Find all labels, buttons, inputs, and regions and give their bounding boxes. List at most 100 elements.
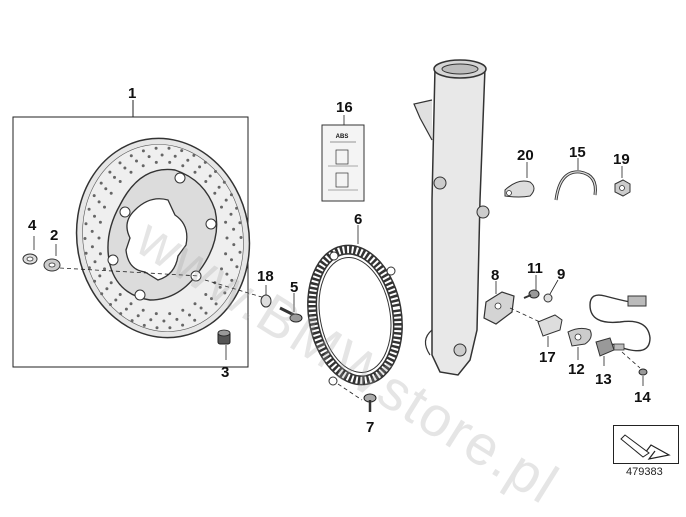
plate-part-12: [567, 327, 592, 347]
disc-hole: [83, 237, 87, 240]
callout-17: 17: [539, 349, 556, 366]
disc-hole: [114, 298, 118, 302]
leader-lines-disc: [33, 236, 266, 360]
disc-hole: [168, 326, 172, 330]
disc-hole: [109, 191, 113, 195]
disc-hole: [154, 312, 158, 316]
disc-hole: [204, 293, 208, 296]
disc-hole: [98, 252, 102, 256]
disc-hole: [90, 245, 94, 249]
disc-hole: [100, 292, 104, 296]
disc-hole: [84, 251, 88, 255]
disc-hole: [225, 236, 229, 240]
disc-hole: [93, 260, 97, 264]
disc-hole: [155, 326, 159, 330]
disc-hole: [224, 220, 228, 224]
disc-hole: [142, 323, 146, 327]
disc-hole: [173, 154, 177, 158]
leader-line-9: [549, 279, 559, 295]
disc-hole: [123, 166, 127, 170]
disc-hole: [222, 180, 226, 184]
callout-7: 7: [366, 419, 375, 436]
disc-hole: [224, 198, 228, 202]
disc-hole: [124, 307, 128, 311]
bolt-part-7: [337, 383, 377, 412]
brake-disc: [75, 137, 251, 339]
abs-label-text: ABS: [336, 134, 349, 140]
disc-hole: [235, 206, 239, 210]
disc-hole: [220, 205, 223, 209]
disc-hole: [181, 308, 185, 312]
fork-slider-tube: [413, 59, 490, 376]
nut-part-19: [614, 179, 631, 197]
clip-part-20: [504, 180, 535, 198]
disc-hole: [217, 185, 221, 189]
disc-hole: [98, 220, 102, 224]
disc-hole: [118, 161, 122, 165]
disc-hole: [97, 200, 101, 204]
disc-hole: [223, 291, 227, 295]
shim-part-17: [537, 314, 563, 337]
disc-hole: [193, 170, 197, 174]
callout-12: 12: [568, 361, 585, 378]
disc-hole: [175, 317, 179, 321]
callout-15: 15: [569, 144, 586, 161]
callout-8: 8: [491, 267, 500, 284]
reference-arrow-icon: [620, 434, 671, 460]
disc-hole: [93, 279, 97, 283]
disc-hole: [198, 165, 202, 169]
disc-hole: [239, 236, 243, 239]
bolt-part-5: [279, 306, 303, 323]
disc-hole: [90, 229, 94, 233]
disc-hole: [109, 281, 113, 285]
disc-hole: [213, 191, 217, 195]
disc-hole: [181, 323, 185, 327]
disc-hole: [230, 258, 233, 262]
disc-hole: [109, 303, 112, 306]
disc-hole: [87, 207, 91, 211]
disc-hole: [214, 170, 217, 173]
disc-hole: [192, 153, 196, 157]
callout-5: 5: [290, 279, 299, 296]
disc-hole: [229, 193, 233, 197]
disc-hole: [149, 318, 153, 322]
disc-hole: [105, 287, 109, 291]
disc-hole: [186, 158, 190, 162]
abs-sensor-ring: [307, 244, 403, 386]
disc-hole: [214, 302, 218, 306]
disc-hole: [141, 149, 145, 153]
disc-hole: [97, 236, 101, 240]
leader-line-bracket: [509, 307, 541, 323]
disc-hole: [104, 187, 108, 191]
disc-hole: [160, 153, 164, 157]
sensor-bracket-part-8: [483, 291, 515, 325]
disc-hole: [98, 274, 102, 278]
disc-hole: [154, 146, 158, 150]
disc-hole: [141, 164, 145, 168]
disc-hole: [204, 311, 208, 315]
disc-hole: [180, 149, 184, 153]
disc-hole: [218, 285, 222, 289]
callout-4: 4: [28, 217, 37, 234]
disc-hole: [229, 212, 233, 216]
disc-hole: [129, 154, 133, 158]
disc-hole: [147, 155, 151, 159]
disc-hole: [135, 159, 138, 163]
callout-16: 16: [336, 99, 353, 116]
disc-hole: [141, 308, 145, 312]
reference-box: [613, 425, 679, 464]
disc-hole: [87, 266, 91, 270]
disc-hole: [113, 175, 116, 179]
disc-hole: [220, 267, 223, 271]
callout-6: 6: [354, 211, 363, 228]
disc-hole: [230, 278, 234, 282]
disc-hole: [232, 227, 236, 231]
disc-hole: [181, 164, 185, 168]
callout-3: 3: [221, 364, 230, 381]
disc-hole: [119, 312, 123, 316]
parts-diagram: ABS: [12, 59, 668, 454]
disc-hole: [84, 222, 88, 226]
disc-hole: [93, 214, 96, 218]
disc-hole: [168, 160, 172, 164]
disc-hole: [199, 306, 203, 310]
